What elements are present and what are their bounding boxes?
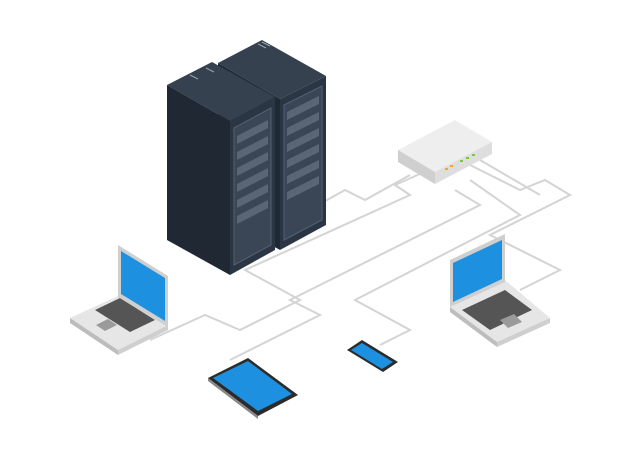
cable — [469, 164, 573, 291]
tablet — [208, 358, 298, 419]
status-leds — [445, 154, 475, 170]
router — [398, 120, 492, 184]
smartphone — [347, 340, 398, 372]
network-cables — [149, 159, 573, 361]
cable — [229, 189, 483, 361]
cable — [479, 159, 541, 196]
cable — [352, 179, 522, 346]
cable — [149, 164, 441, 341]
laptop-right — [450, 234, 550, 347]
server-rack-left — [167, 62, 275, 275]
laptop-left — [70, 245, 168, 355]
